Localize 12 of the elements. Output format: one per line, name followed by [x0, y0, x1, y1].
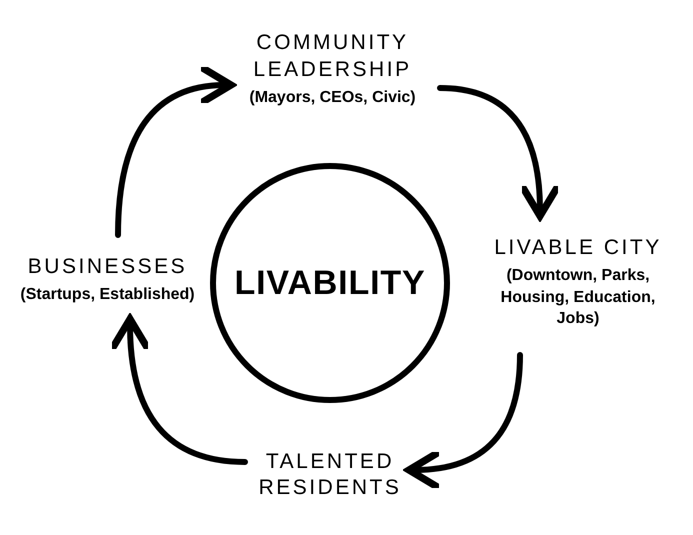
node-details: (Mayors, CEOs, Civic)	[249, 88, 416, 108]
node-heading: TALENTED RESIDENTS	[258, 448, 402, 501]
node-details: (Downtown, Parks, Housing, Education, Jobs)	[500, 266, 656, 330]
curved-arrow	[115, 64, 235, 238]
node-heading: BUSINESSES	[28, 254, 188, 280]
node-details: (Startups, Established)	[20, 285, 195, 306]
curved-arrow	[405, 352, 523, 490]
node-heading: LIVABILITY	[234, 262, 426, 304]
node-heading: LIVABLE CITY	[494, 234, 662, 261]
curved-arrow	[109, 315, 248, 465]
node-heading: COMMUNITY LEADERSHIP	[252, 30, 413, 83]
curved-arrow	[437, 85, 561, 220]
